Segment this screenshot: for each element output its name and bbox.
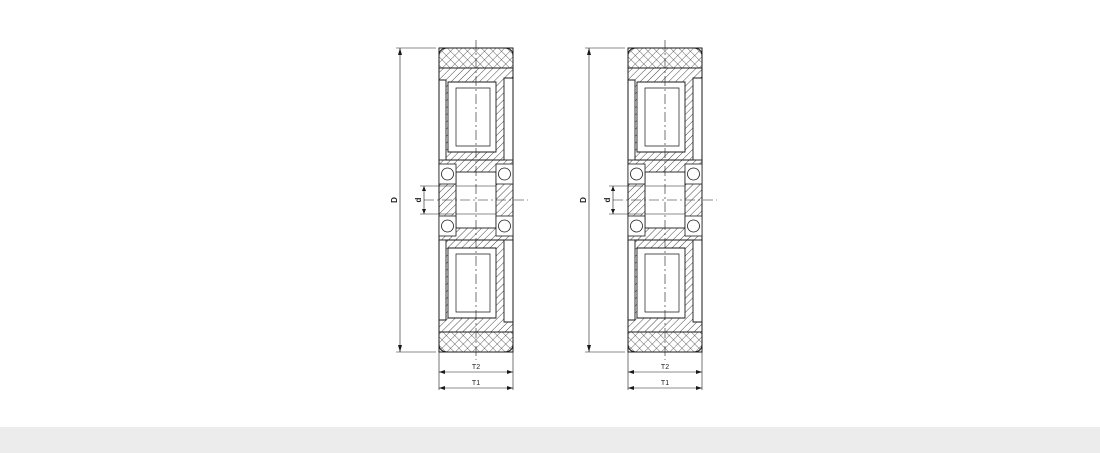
- dimension-T2-label: T2: [472, 364, 480, 371]
- dimension-T2-label: T2: [661, 364, 669, 371]
- dimension-T1-label: T1: [472, 380, 480, 387]
- dimension-d-label: d: [603, 197, 612, 202]
- bottom-strip: [0, 427, 1100, 453]
- technical-drawing-area: D d T2 T1 D d T2 T1: [390, 39, 718, 391]
- dimension-D-label: D: [390, 197, 399, 203]
- dimension-d-label: d: [414, 197, 423, 202]
- wheel-drawing-right: D d T2 T1: [579, 39, 718, 391]
- dimension-D-label: D: [579, 197, 588, 203]
- wheel-drawing-left: D d T2 T1: [390, 39, 529, 391]
- dimension-T1-label: T1: [661, 380, 669, 387]
- wheel-drawings: D d T2 T1 D d T2 T1: [390, 39, 718, 391]
